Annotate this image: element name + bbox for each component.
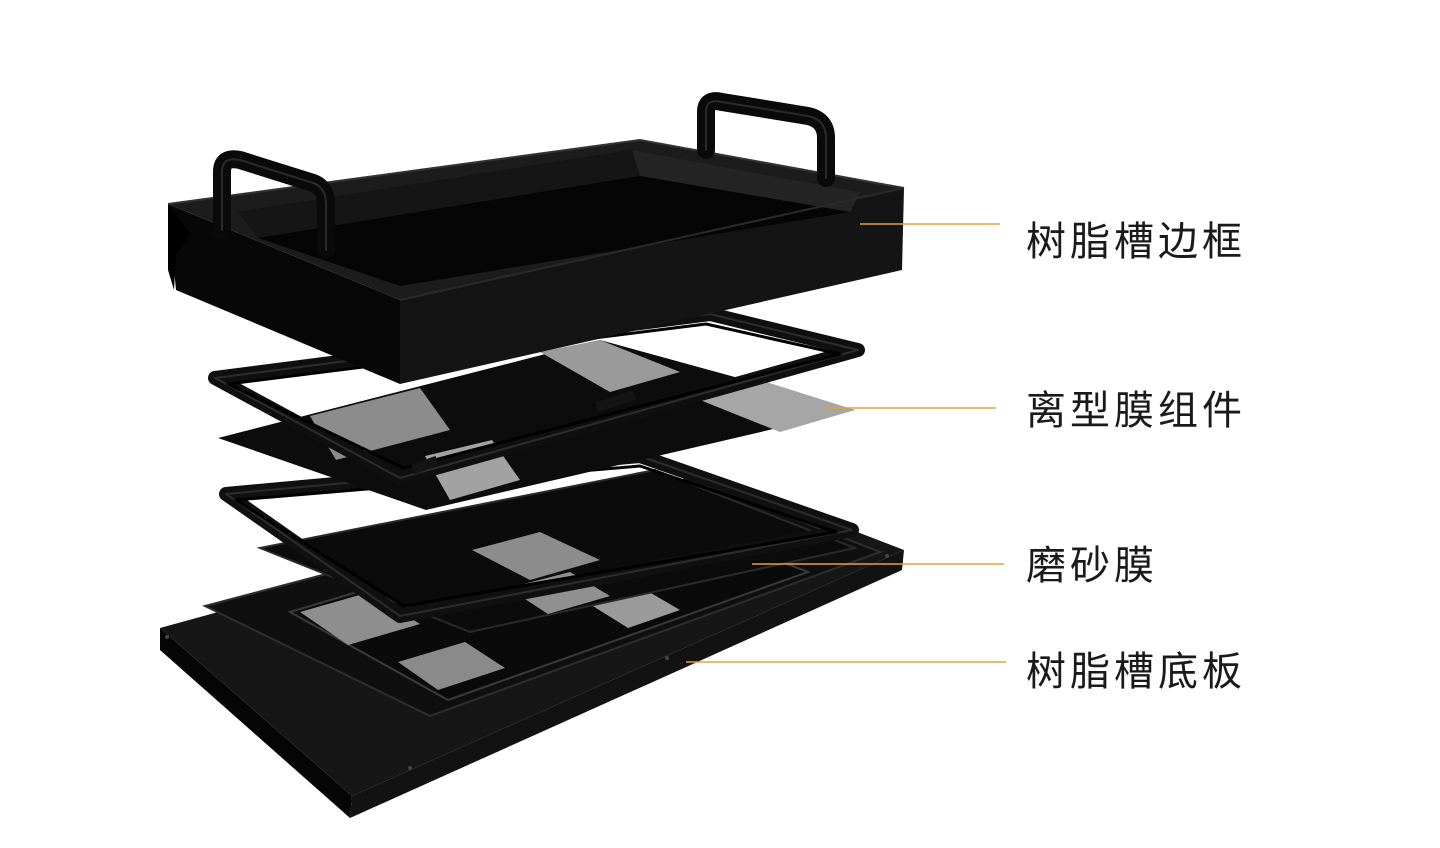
label-matte-film: 磨砂膜 xyxy=(1026,543,1158,589)
label-release-film-assembly: 离型膜组件 xyxy=(1026,388,1246,434)
label-resin-vat-frame: 树脂槽边框 xyxy=(1026,219,1246,265)
resin-vat-frame-part xyxy=(167,92,905,384)
label-resin-vat-base-plate: 树脂槽底板 xyxy=(1026,649,1246,695)
